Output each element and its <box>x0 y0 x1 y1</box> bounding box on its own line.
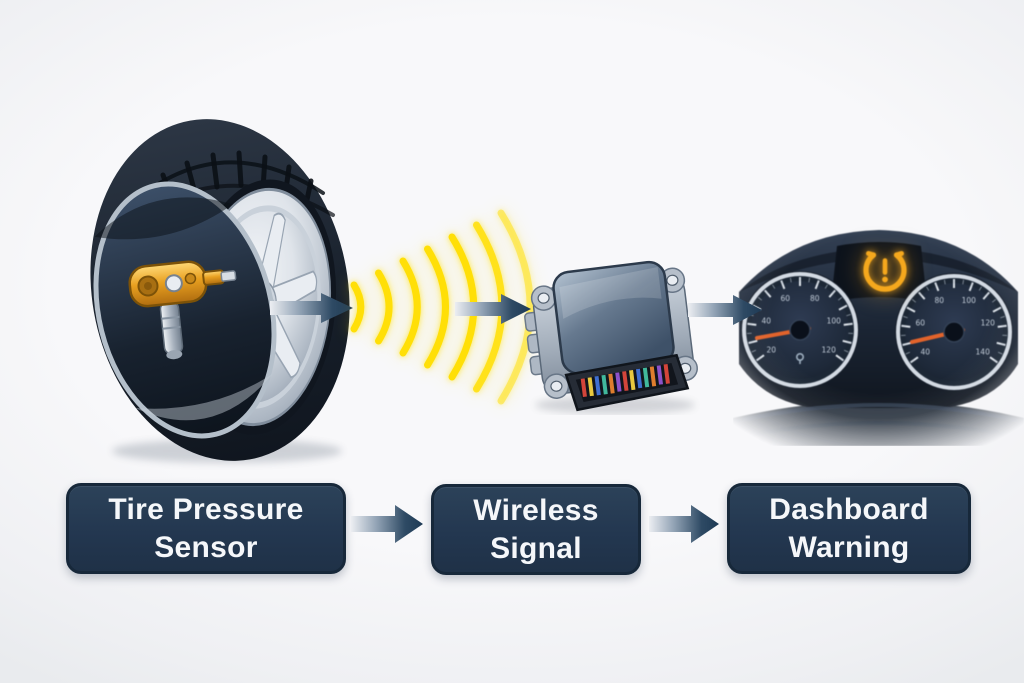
gauge-tick-label: 60 <box>780 294 790 303</box>
flow-arrow-icon <box>688 295 762 325</box>
step-label-line: Wireless <box>473 493 599 527</box>
receiver-module-icon <box>524 260 698 414</box>
gauge-labels: 20 40 60 80 100 120 <box>761 294 841 355</box>
gauge-tick-label: 60 <box>915 318 925 327</box>
fuel-icon <box>795 352 805 364</box>
step-label-line: Tire Pressure <box>108 492 304 526</box>
dashboard-cluster-icon: 20 40 60 80 100 120 <box>732 206 1024 446</box>
gauge-tick-label: 20 <box>767 346 777 355</box>
flow-arrow-icon <box>455 294 531 324</box>
step-box-wireless-signal: Wireless Signal <box>431 484 641 575</box>
gauge-labels: 40 60 80 100 120 140 <box>915 296 995 357</box>
module-connector <box>564 353 690 412</box>
gauge-tick-label: 100 <box>827 316 842 325</box>
needle-hub <box>789 319 811 341</box>
gauge-tick-label: 140 <box>976 348 991 357</box>
tpms-sensor-icon <box>128 260 237 360</box>
tire-cavity <box>93 181 277 439</box>
tpms-warning-icon <box>863 251 907 292</box>
gauge-tick-label: 120 <box>822 346 837 355</box>
gauge-minor-ticks <box>901 279 1007 363</box>
gauge-tick-label: 40 <box>921 348 931 357</box>
gauge-tick-label: 100 <box>962 296 977 305</box>
flow-arrow-icon <box>270 293 353 323</box>
connector-wires <box>580 363 670 398</box>
step-label-line: Dashboard <box>769 492 929 526</box>
right-gauge: 40 60 80 100 120 140 <box>895 273 1013 391</box>
gauge-tick-label: 120 <box>981 318 996 327</box>
flow-arrow-icon <box>649 505 719 543</box>
step-box-dashboard-warning: Dashboard Warning <box>727 483 971 574</box>
gauge-tick-label: 80 <box>934 296 944 305</box>
step-box-tire-pressure-sensor: Tire Pressure Sensor <box>66 483 346 574</box>
step-label-line: Signal <box>490 531 582 565</box>
gauge-tick-label: 40 <box>761 316 771 325</box>
tire-cutaway-icon <box>90 119 350 463</box>
gauge-minor-ticks <box>747 277 853 361</box>
needle-hub <box>943 321 965 343</box>
step-label-line: Sensor <box>154 530 258 564</box>
gauge-tick-label: 80 <box>810 294 820 303</box>
flow-arrow-icon <box>351 505 423 543</box>
left-gauge: 20 40 60 80 100 120 <box>741 271 859 389</box>
step-label-line: Warning <box>788 530 910 564</box>
